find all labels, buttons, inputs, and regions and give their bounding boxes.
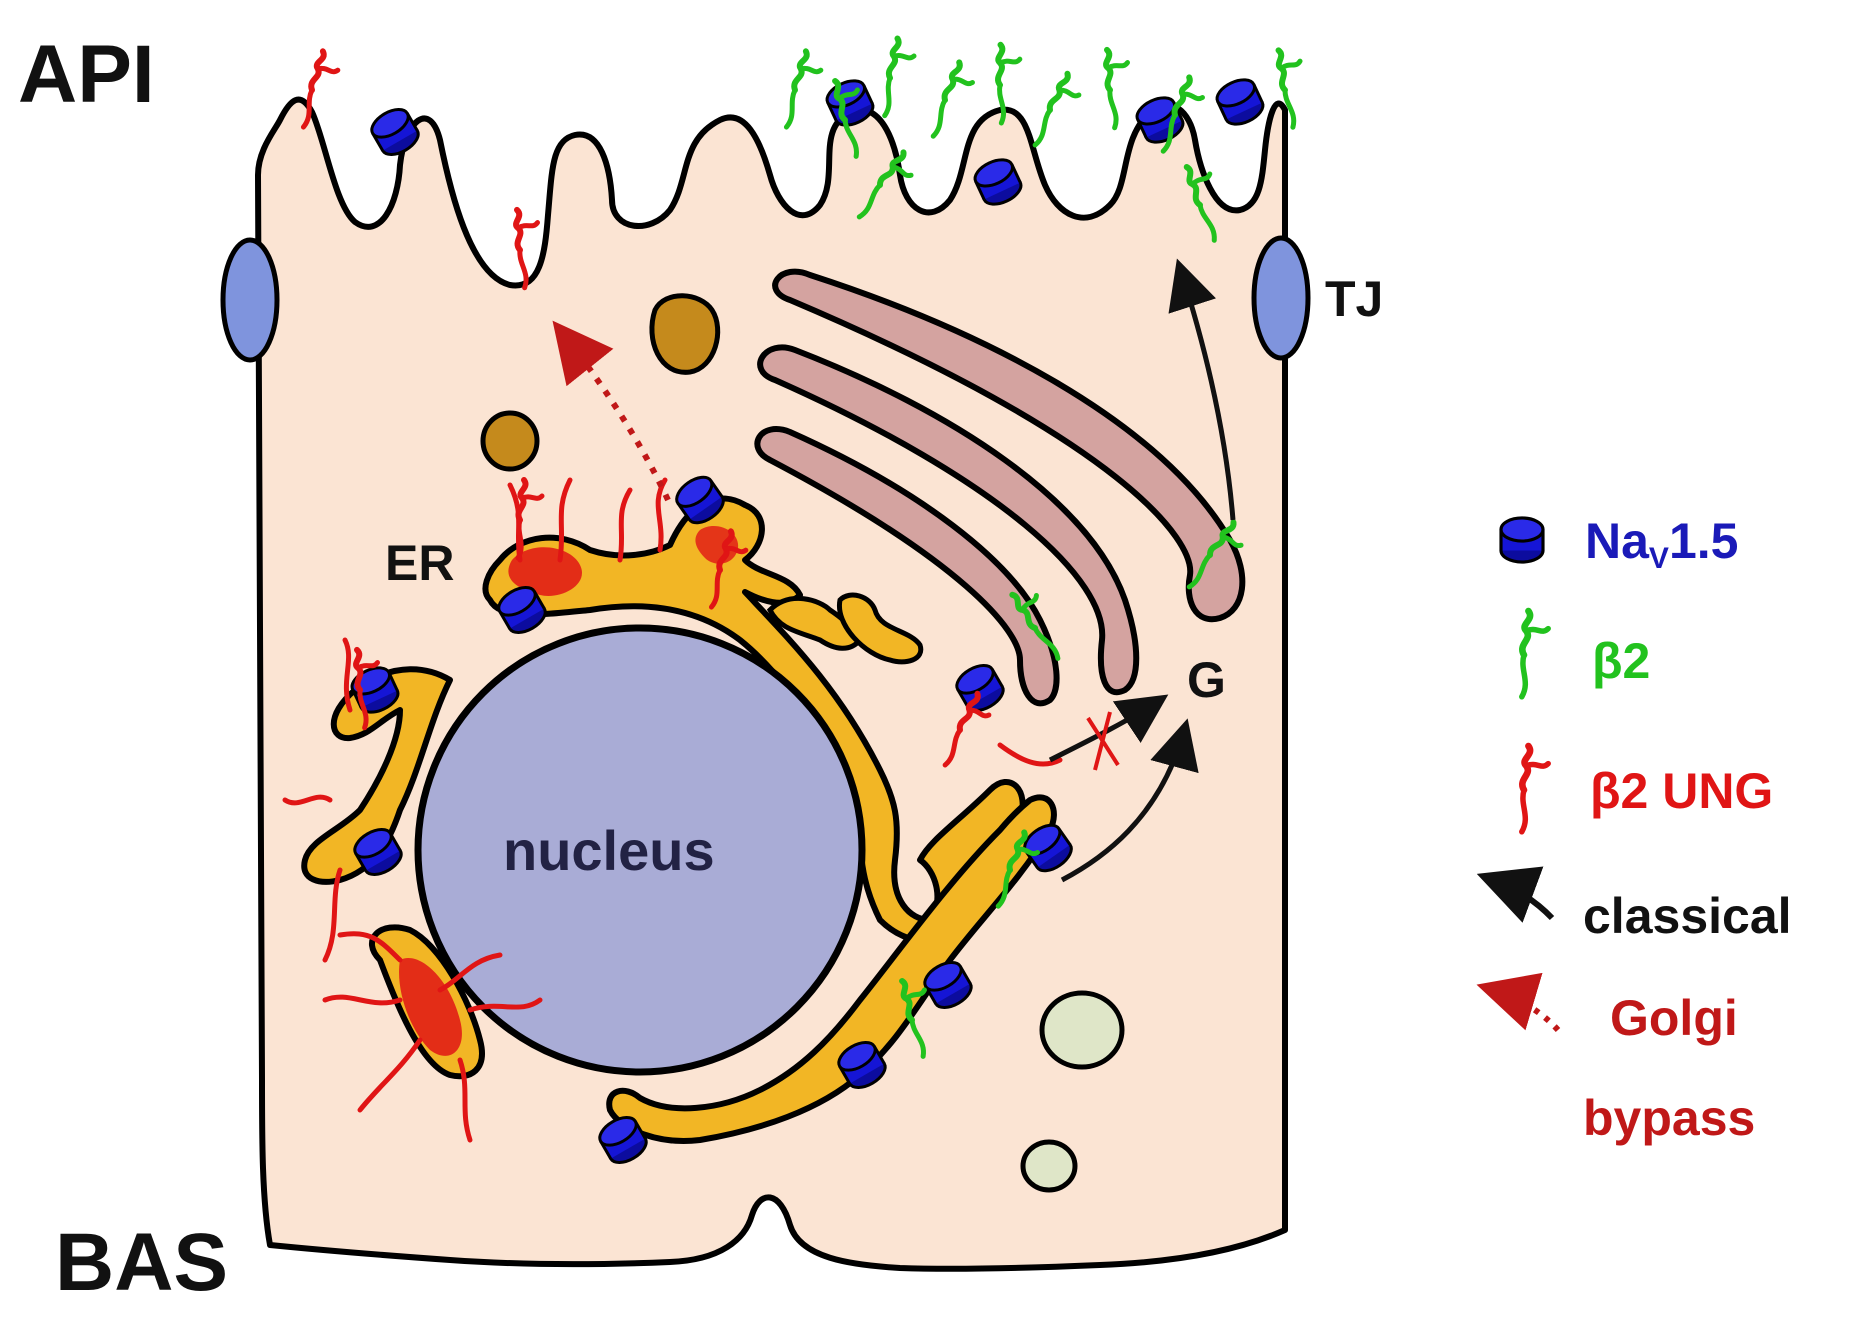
- vesicle-brown-large: [649, 293, 721, 375]
- endoplasmic-reticulum: [301, 495, 1057, 1144]
- legend-beta2-ung-icon: [1522, 746, 1548, 832]
- nucleus: [414, 624, 866, 1076]
- label-apical: API: [18, 29, 155, 120]
- legend: NaV1.5 β2 β2 UNG classical Golgi bypass: [1476, 513, 1792, 1146]
- label-tight-junction: TJ: [1325, 271, 1383, 327]
- label-basal: BAS: [55, 1217, 228, 1308]
- legend-bypass-arrow: [1476, 972, 1561, 1033]
- label-golgi: G: [1187, 652, 1226, 708]
- legend-nav-label: NaV1.5: [1585, 513, 1738, 575]
- beta2-ung-on-er: [282, 477, 1063, 1143]
- arrow-er-to-golgi-blocked: [1048, 694, 1169, 771]
- vesicle-green-small: [1020, 1139, 1078, 1193]
- block-x-icon: [1086, 711, 1120, 771]
- vesicle-brown-small: [480, 410, 540, 472]
- legend-classical-arrow: [1476, 866, 1555, 923]
- tight-junction-right: [1251, 235, 1311, 361]
- arrow-classical-to-membrane: [1168, 258, 1236, 521]
- legend-bypass-label-2: bypass: [1583, 1090, 1755, 1146]
- legend-beta2-label: β2: [1592, 633, 1650, 689]
- legend-classical-label: classical: [1583, 888, 1792, 944]
- label-nucleus: nucleus: [503, 819, 715, 882]
- legend-nav-icon: [1499, 516, 1545, 564]
- label-er: ER: [385, 535, 454, 591]
- arrow-er-to-golgi: [1060, 718, 1199, 883]
- legend-beta2-icon: [1522, 611, 1548, 697]
- legend-beta2-ung-label: β2 UNG: [1590, 763, 1773, 819]
- legend-bypass-label-1: Golgi: [1610, 990, 1738, 1046]
- tight-junction-left: [220, 237, 280, 363]
- vesicle-green-large: [1039, 990, 1125, 1070]
